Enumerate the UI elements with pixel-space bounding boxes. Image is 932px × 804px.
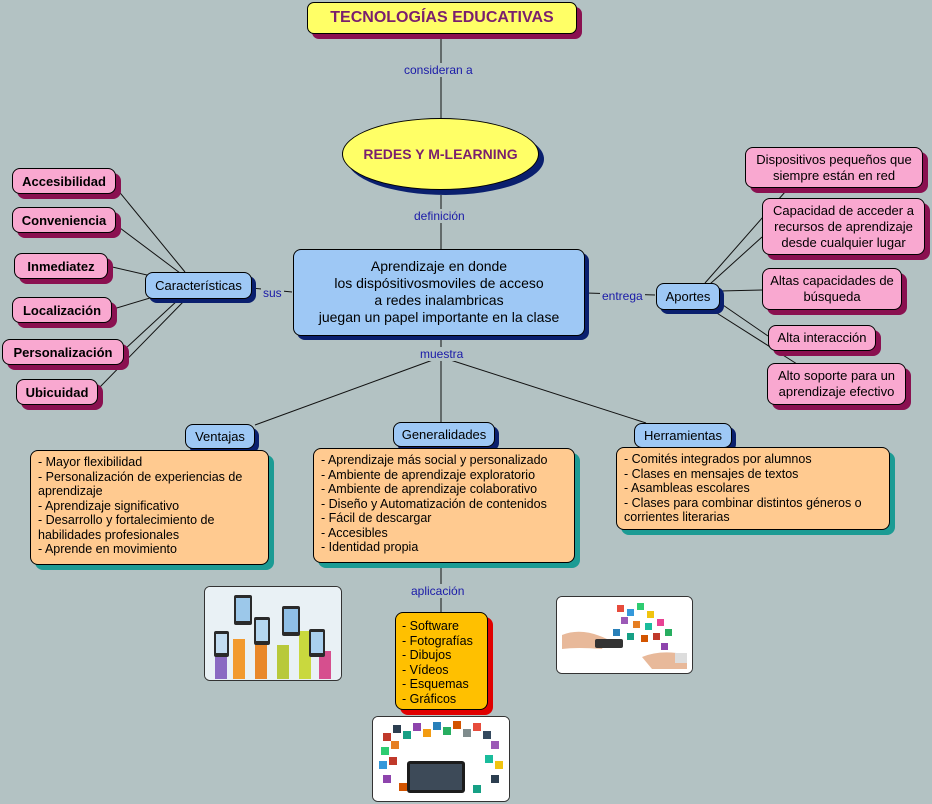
root-label: TECNOLOGÍAS EDUCATIVAS <box>330 9 554 26</box>
aplicacion-item: - Vídeos <box>402 662 449 677</box>
generalidades-node[interactable]: Generalidades <box>393 422 495 447</box>
root-node-tecnologias-educativas[interactable]: TECNOLOGÍAS EDUCATIVAS <box>307 2 577 34</box>
hands-phones-image <box>204 586 342 681</box>
char-conveniencia[interactable]: Conveniencia <box>12 207 116 233</box>
char-ubicuidad[interactable]: Ubicuidad <box>16 379 98 405</box>
ventajas-node[interactable]: Ventajas <box>185 424 255 449</box>
aplicacion-item: - Gráficos <box>402 691 457 706</box>
aporte-3-line-1: Altas capacidades de <box>770 273 894 288</box>
char-personalizacion-label: Personalización <box>13 344 113 360</box>
aportes-node[interactable]: Aportes <box>656 283 720 310</box>
main-topic-label: REDES Y M-LEARNING <box>363 146 518 162</box>
aplicacion-item: - Software <box>402 619 459 633</box>
caracteristicas-node[interactable]: Características <box>145 272 252 299</box>
aplicacion-item: - Esquemas <box>402 677 469 691</box>
hands-phones-illustration <box>205 587 341 680</box>
generalidades-label: Generalidades <box>401 427 487 442</box>
aporte-4-line-1: Alta interacción <box>777 330 867 345</box>
hand-apps-illustration <box>557 597 692 673</box>
tablet-apps-image <box>372 716 510 802</box>
link-label-definicion: definición <box>412 209 467 223</box>
char-conveniencia-label: Conveniencia <box>21 212 107 228</box>
ventajas-item: habilidades profesionales <box>38 527 180 542</box>
aporte-1-line-1: Dispositivos pequeños que <box>756 151 912 167</box>
aporte-interaccion[interactable]: Alta interacción <box>768 325 876 351</box>
link-label-aplicacion: aplicación <box>409 584 467 598</box>
link-label-consideran: consideran a <box>402 63 475 77</box>
herramientas-item: - Asambleas escolares <box>624 481 750 495</box>
hand-apps-image <box>556 596 693 674</box>
generalidades-item: - Identidad propia <box>321 540 419 554</box>
definition-line-4: juegan un papel importante en la clase <box>318 309 560 325</box>
aporte-busqueda[interactable]: Altas capacidades de búsqueda <box>762 268 902 310</box>
aporte-2-line-2: recursos de aprendizaje <box>774 218 913 234</box>
herramientas-item: - Comités integrados por alumnos <box>624 452 812 466</box>
char-localizacion[interactable]: Localización <box>12 297 112 323</box>
herramientas-item: - Clases para combinar distintos géneros… <box>624 495 862 510</box>
aporte-5-line-1: Alto soporte para un <box>777 368 896 383</box>
aporte-dispositivos[interactable]: Dispositivos pequeños que siempre están … <box>745 147 923 188</box>
ventajas-list: - Mayor flexibilidad - Personalización d… <box>30 450 269 565</box>
ventajas-item: - Aprendizaje significativo <box>38 498 180 513</box>
generalidades-list: - Aprendizaje más social y personalizado… <box>313 448 575 563</box>
definition-line-1: Aprendizaje en donde <box>370 258 508 274</box>
ventajas-item: - Aprende en movimiento <box>38 542 177 556</box>
aporte-capacidad-acceder[interactable]: Capacidad de acceder a recursos de apren… <box>762 198 925 255</box>
generalidades-item: - Ambiente de aprendizaje exploratorio <box>321 467 536 482</box>
aporte-5-line-2: aprendizaje efectivo <box>778 384 895 399</box>
ventajas-label: Ventajas <box>195 429 245 444</box>
ventajas-item: - Personalización de experiencias de <box>38 469 243 484</box>
generalidades-item: - Aprendizaje más social y personalizado <box>321 453 548 467</box>
caracteristicas-label: Características <box>155 278 242 293</box>
char-personalizacion[interactable]: Personalización <box>2 339 124 365</box>
aporte-3-line-2: búsqueda <box>803 289 861 304</box>
aplicacion-item: - Fotografías <box>402 633 473 648</box>
ventajas-item: - Desarrollo y fortalecimiento de <box>38 513 215 527</box>
aporte-soporte[interactable]: Alto soporte para un aprendizaje efectiv… <box>767 363 906 405</box>
generalidades-item: - Diseño y Automatización de contenidos <box>321 496 547 511</box>
aplicacion-list: - Software - Fotografías - Dibujos - Víd… <box>395 612 488 710</box>
tablet-apps-illustration <box>373 717 509 801</box>
link-label-sus: sus <box>261 286 284 300</box>
char-inmediatez-label: Inmediatez <box>27 258 95 274</box>
aplicacion-item: - Dibujos <box>402 648 452 662</box>
herramientas-item: - Clases en mensajes de textos <box>624 466 799 481</box>
aporte-2-line-3: desde cualquier lugar <box>781 234 906 250</box>
definition-node[interactable]: Aprendizaje en donde los dispósitivosmov… <box>293 249 585 336</box>
herramientas-node[interactable]: Herramientas <box>634 423 732 448</box>
char-accesibilidad[interactable]: Accesibilidad <box>12 168 116 194</box>
aporte-2-line-1: Capacidad de acceder a <box>773 202 914 218</box>
main-topic-redes-m-learning[interactable]: REDES Y M-LEARNING <box>342 118 539 190</box>
herramientas-list: - Comités integrados por alumnos - Clase… <box>616 447 890 530</box>
generalidades-item: - Fácil de descargar <box>321 511 432 525</box>
char-ubicuidad-label: Ubicuidad <box>25 384 89 400</box>
herramientas-label: Herramientas <box>643 428 723 443</box>
aporte-1-line-2: siempre están en red <box>772 167 896 183</box>
ventajas-item: - Mayor flexibilidad <box>38 455 143 469</box>
generalidades-item: - Ambiente de aprendizaje colaborativo <box>321 482 538 496</box>
ventajas-item: aprendizaje <box>38 484 103 498</box>
link-label-muestra: muestra <box>418 347 466 361</box>
definition-line-2: los dispósitivosmoviles de acceso <box>334 275 544 291</box>
herramientas-item: corrientes literarias <box>624 510 730 524</box>
char-localizacion-label: Localización <box>22 302 102 318</box>
definition-line-3: a redes inalambricas <box>374 292 504 308</box>
aportes-label: Aportes <box>665 289 711 304</box>
char-inmediatez[interactable]: Inmediatez <box>14 253 108 279</box>
generalidades-item: - Accesibles <box>321 525 388 540</box>
char-accesibilidad-label: Accesibilidad <box>22 173 106 189</box>
link-label-entrega: entrega <box>600 289 645 303</box>
